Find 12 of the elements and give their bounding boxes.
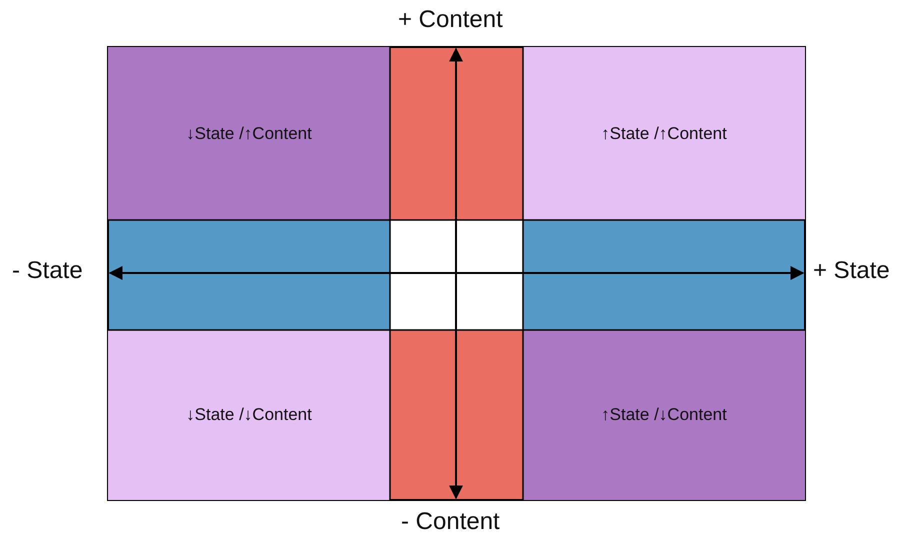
quadrant-panel: [523, 47, 805, 220]
top-axis-label: + Content: [398, 6, 503, 34]
quadrant-label: ↓State /↓Content: [186, 405, 312, 425]
quadrant-panel: [108, 47, 390, 220]
quadrant-label: ↑State /↓Content: [601, 405, 727, 425]
quadrant-panel: [523, 330, 805, 500]
left-axis-label: - State: [12, 257, 83, 285]
right-axis-label: + State: [813, 257, 890, 285]
quadrant-label: ↑State /↑Content: [601, 124, 727, 144]
bottom-axis-label: - Content: [401, 508, 500, 536]
quadrant-label: ↓State /↑Content: [186, 124, 312, 144]
quadrant-panel: [108, 330, 390, 500]
